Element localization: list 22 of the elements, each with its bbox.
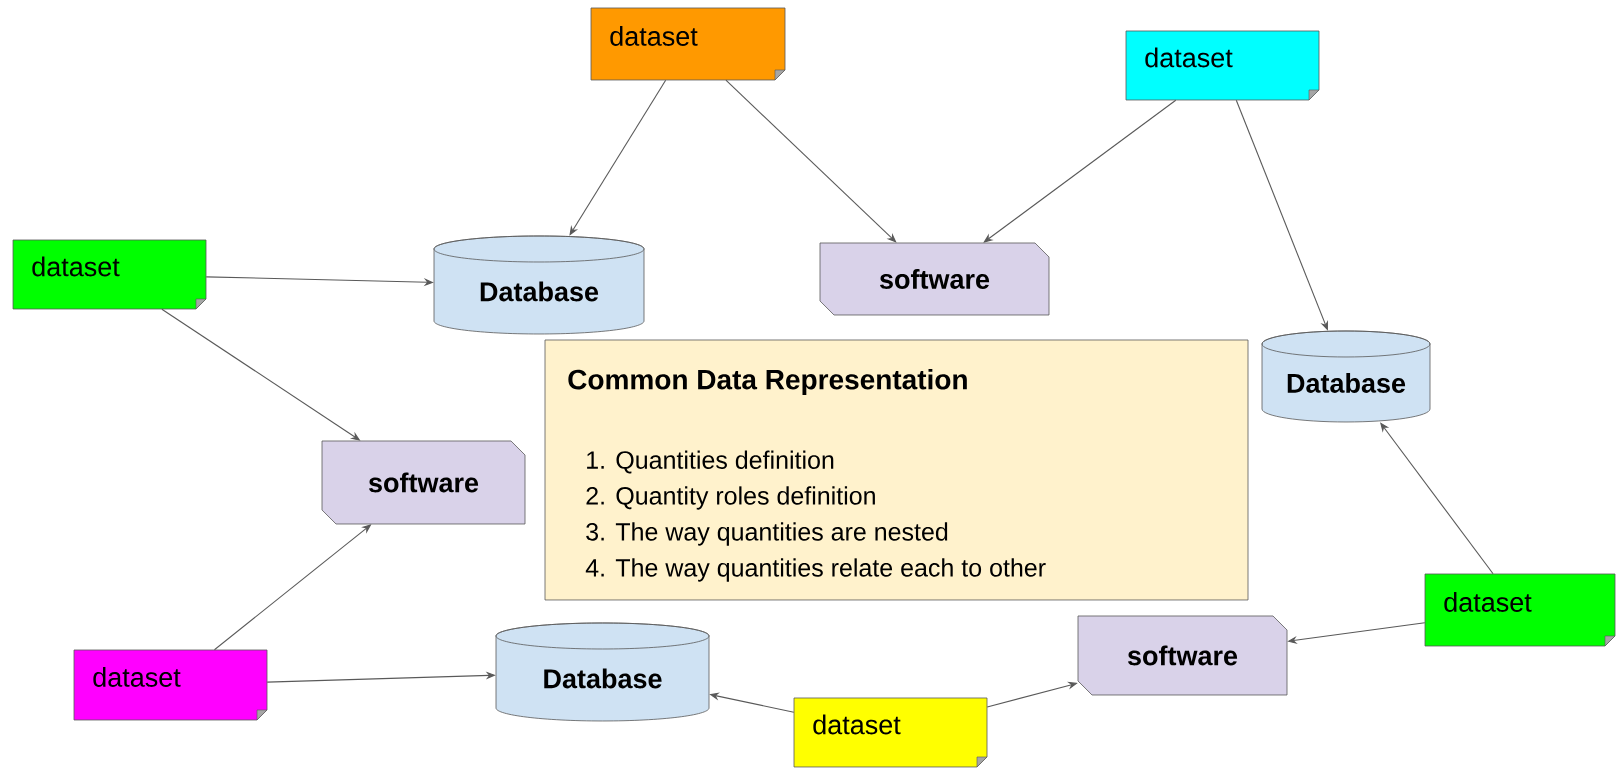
software-box: software <box>819 242 1050 316</box>
dataset-note: dataset <box>590 7 786 81</box>
database-cylinder: Database <box>433 235 645 335</box>
dataset-note: dataset <box>1424 573 1616 647</box>
software-box: software <box>321 440 526 525</box>
arrow <box>1380 422 1494 575</box>
arrow <box>725 79 897 243</box>
software-box: software <box>1077 615 1288 696</box>
dataset-note: dataset <box>73 649 268 721</box>
arrow <box>569 79 667 236</box>
dataset-note: dataset <box>793 697 988 768</box>
arrow <box>983 99 1177 243</box>
list-item: 4. The way quantities relate each to other <box>585 558 1046 582</box>
list-item: 3. The way quantities are nested <box>586 522 948 546</box>
heading: Common Data Representation <box>568 368 967 396</box>
list-item: 2. Quantity roles definition <box>586 486 875 510</box>
dataset-note: dataset <box>12 239 207 310</box>
dataset-note: dataset <box>1125 30 1320 101</box>
info-box <box>544 339 1249 601</box>
database-cylinder: Database <box>1261 330 1431 423</box>
database-cylinder: Database <box>495 622 710 722</box>
list-item: 1. Quantities definition <box>587 450 834 474</box>
